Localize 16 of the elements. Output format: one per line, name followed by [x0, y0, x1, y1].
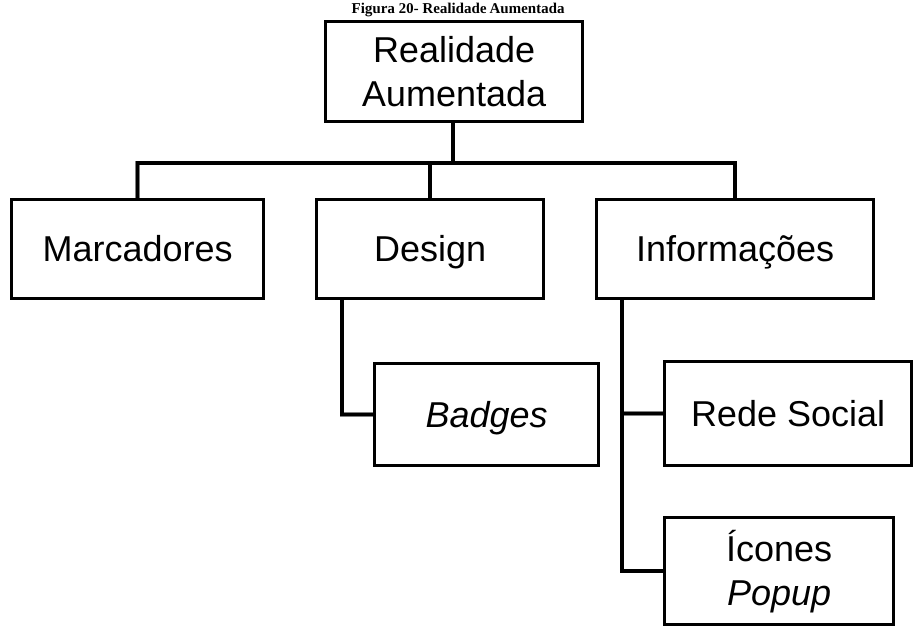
category-box: [10, 198, 265, 300]
box-label: Marcadores: [42, 227, 233, 271]
category-box: [663, 360, 913, 467]
box-label: Informações: [636, 227, 834, 271]
category-box: [373, 362, 600, 467]
box-label: Rede Social: [690, 392, 886, 436]
category-box: [595, 198, 875, 300]
box-label: Realidade Aumentada: [360, 28, 548, 116]
box-label: Ícones Popup: [724, 527, 834, 615]
category-box: [663, 516, 895, 626]
figure-title: Figura 20- Realidade Aumentada: [352, 0, 564, 18]
category-box: [324, 20, 584, 123]
box-label: Design: [374, 227, 486, 271]
connector-line: [340, 300, 373, 416]
box-label: Badges: [425, 392, 548, 436]
category-box: [315, 198, 545, 300]
